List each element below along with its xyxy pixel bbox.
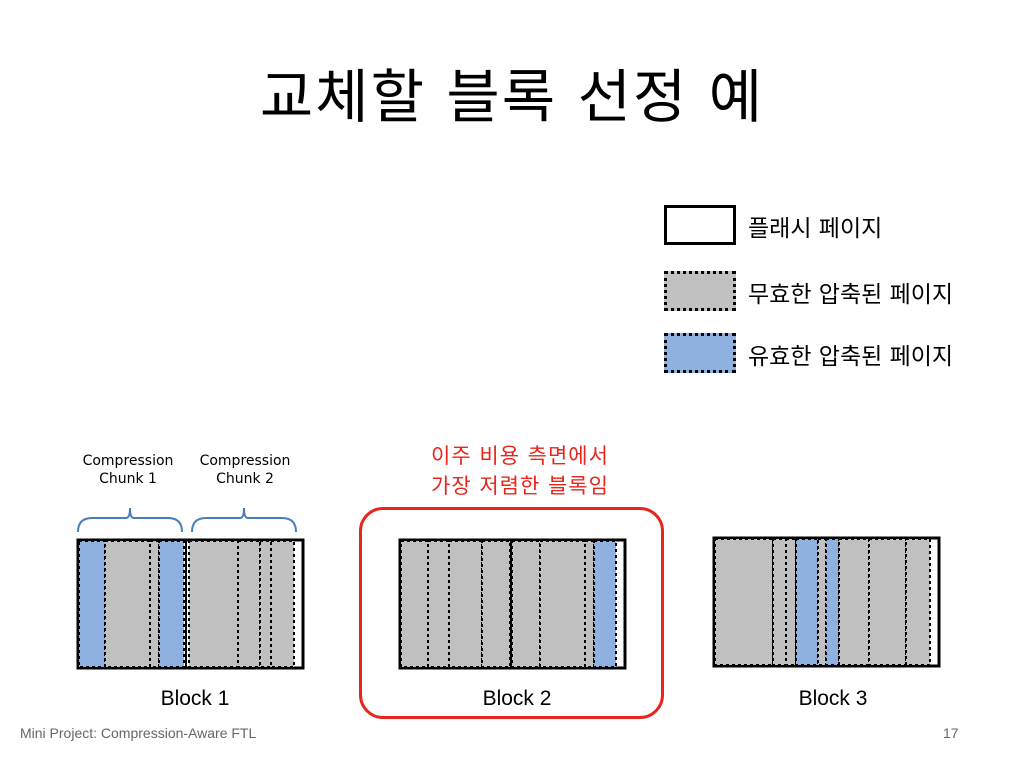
slide-page-number: 17 <box>943 725 959 741</box>
block-1-invalid-page-5 <box>259 540 272 668</box>
block-1 <box>76 538 305 670</box>
block-2-invalid-page-2 <box>427 540 450 668</box>
block-3-invalid-page-5 <box>838 538 870 666</box>
flash-page-swatch <box>664 205 736 245</box>
chunk-label-1: Compression Chunk 1 <box>68 452 188 488</box>
chunk-braces <box>77 507 297 533</box>
block-3-invalid-page-1 <box>714 538 774 666</box>
block-1-label: Block 1 <box>160 687 230 710</box>
legend-label-invalid-page: 무효한 압축된 페이지 <box>748 282 954 308</box>
invalid-page-swatch <box>664 271 736 311</box>
block-3-label: Block 3 <box>798 687 868 710</box>
block-1-invalid-page-6 <box>270 540 295 668</box>
chunk-label-2: Compression Chunk 2 <box>185 452 305 488</box>
block-2-invalid-page-3 <box>448 540 483 668</box>
lowest-cost-note-line2: 가장 저렴한 블록임 <box>431 474 609 498</box>
legend-label-flash-page: 플래시 페이지 <box>748 216 883 242</box>
block-1-valid-page-1 <box>78 540 106 668</box>
block-2-invalid-page-5 <box>511 540 541 668</box>
block-1-invalid-page-1 <box>104 540 151 668</box>
block-3-invalid-page-2 <box>772 538 787 666</box>
block-3-invalid-page-3 <box>785 538 797 666</box>
valid-page-swatch <box>664 333 736 373</box>
chunk-2-brace <box>191 507 297 533</box>
block-1-valid-page-2 <box>158 540 185 668</box>
block-3-invalid-page-4 <box>817 538 827 666</box>
block-1-invalid-page-4 <box>237 540 261 668</box>
block-2-invalid-page-7 <box>584 540 595 668</box>
footer-project-title: Mini Project: Compression-Aware FTL <box>20 725 257 741</box>
lowest-cost-note-line1: 이주 비용 측면에서 <box>431 444 609 468</box>
block-2-label: Block 2 <box>482 687 552 710</box>
block-1-invalid-page-2 <box>149 540 160 668</box>
chunk-label-1-line2: Chunk 1 <box>99 471 157 487</box>
block-2-invalid-page-6 <box>539 540 586 668</box>
block-2-invalid-page-1 <box>400 540 429 668</box>
block-2-invalid-page-4 <box>481 540 511 668</box>
block-3-invalid-page-6 <box>868 538 907 666</box>
chunk-1-brace <box>77 507 183 533</box>
block-1-invalid-page-3 <box>188 540 239 668</box>
lowest-cost-note: 이주 비용 측면에서 가장 저렴한 블록임 <box>380 441 660 501</box>
block-3-invalid-page-7 <box>905 538 931 666</box>
chunk-label-1-line1: Compression <box>82 453 174 469</box>
block-3 <box>712 536 941 668</box>
block-3-valid-page-2 <box>825 538 840 666</box>
chunk-label-2-line1: Compression <box>199 453 291 469</box>
block-3-valid-page-1 <box>795 538 819 666</box>
block-2 <box>398 538 627 670</box>
chunk-label-2-line2: Chunk 2 <box>216 471 274 487</box>
slide-title: 교체할 블록 선정 예 <box>259 63 765 131</box>
legend-label-valid-page: 유효한 압축된 페이지 <box>748 344 954 370</box>
block-2-highlight <box>359 507 664 719</box>
block-2-valid-page-1 <box>593 540 617 668</box>
